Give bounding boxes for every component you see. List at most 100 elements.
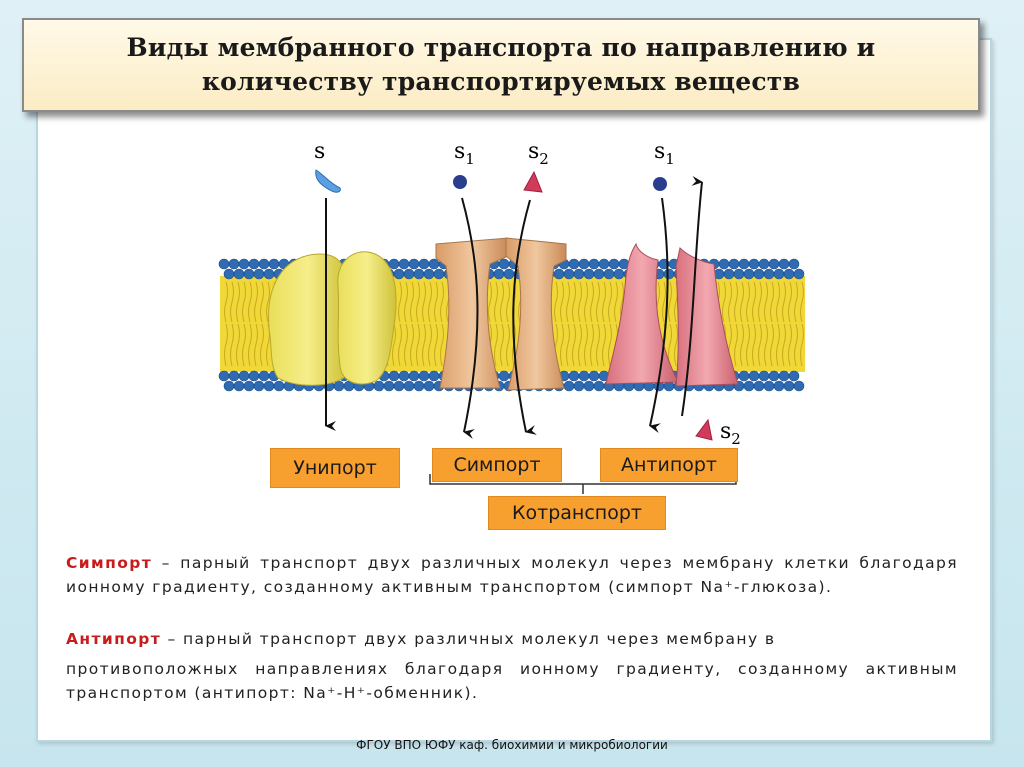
uniport-protein (268, 251, 397, 386)
lipid-head (258, 370, 270, 382)
lipid-tail (770, 281, 774, 367)
lipid-head (758, 370, 770, 382)
lipid-tail (224, 281, 228, 367)
lipid-tail (800, 281, 804, 367)
lipid-head (613, 268, 625, 280)
cotransport-label: Котранспорт (488, 496, 666, 530)
lipid-tail (788, 281, 792, 367)
lipid-tail (236, 281, 240, 367)
lipid-head (583, 268, 595, 280)
antiport-description: Антипорт – парный транспорт двух различн… (66, 627, 958, 651)
lipid-tail (740, 281, 744, 367)
lipid-head (573, 380, 585, 392)
label-s1-antiport: s1 (654, 139, 675, 168)
antiport-molecule-s1 (653, 177, 667, 191)
lipid-head (233, 380, 245, 392)
lipid-head (553, 268, 565, 280)
lipid-head (768, 370, 780, 382)
lipid-tail (230, 281, 234, 367)
lipid-head (223, 268, 235, 280)
label-s-uniport: s (314, 139, 325, 164)
lipid-tail (596, 281, 600, 367)
antiport-arrow-s2 (681, 175, 703, 417)
lipid-head (738, 258, 750, 270)
lipid-head (718, 258, 730, 270)
lipid-head (373, 380, 385, 392)
membrane-transport-diagram: s s1 s2 s1 s2 Унипорт Симпорт Антипорт К… (208, 126, 828, 536)
symport-term: Симпорт (66, 554, 153, 572)
lipid-head (598, 258, 610, 270)
lipid-head (788, 370, 800, 382)
lipid-head (788, 258, 800, 270)
antiport-description-cont: противоположных направлениях благодаря и… (66, 657, 958, 705)
lipid-tail (608, 281, 612, 367)
title-line-2: количеству транспортируемых веществ (201, 67, 801, 96)
lipid-head (388, 258, 400, 270)
antiport-molecule-s2 (695, 418, 713, 441)
lipid-head (413, 380, 425, 392)
lipid-head (738, 370, 750, 382)
antiport-text-1: – парный транспорт двух различных молеку… (161, 630, 776, 648)
title-box: Виды мембранного транспорта по направлен… (22, 18, 980, 112)
lipid-tail (254, 281, 258, 367)
lipid-tail (506, 281, 510, 367)
lipid-head (663, 268, 675, 280)
lipid-head (408, 258, 420, 270)
lipid-tail (584, 281, 588, 367)
lipid-head (423, 268, 435, 280)
lipid-tail (668, 281, 672, 367)
lipid-head (238, 258, 250, 270)
symport-text: – парный транспорт двух различных молеку… (66, 554, 958, 596)
lipid-tail (398, 281, 402, 367)
antiport-label: Антипорт (600, 448, 738, 482)
lipid-head (263, 380, 275, 392)
lipid-tail (776, 281, 780, 367)
lipid-head (783, 380, 795, 392)
lipid-tail (758, 281, 762, 367)
symport-protein (435, 237, 567, 391)
lipid-head (393, 268, 405, 280)
lipid-head (418, 370, 430, 382)
lipid-head (398, 258, 410, 270)
lipid-head (793, 268, 805, 280)
lipid-head (428, 258, 440, 270)
lipid-head (498, 370, 510, 382)
lipid-tail (782, 281, 786, 367)
lipid-tail (242, 281, 246, 367)
lipid-head (253, 380, 265, 392)
lipid-head (403, 380, 415, 392)
lipid-tail (794, 281, 798, 367)
lipid-head (233, 268, 245, 280)
lipid-head (588, 258, 600, 270)
lipid-head (423, 380, 435, 392)
label-s2-symport: s2 (528, 139, 549, 168)
lipid-head (588, 370, 600, 382)
lipid-tail (590, 281, 594, 367)
lipid-tail (500, 281, 504, 367)
symport-arrow-s2 (512, 199, 537, 435)
lipid-head (268, 258, 280, 270)
title-line-1: Виды мембранного транспорта по направлен… (126, 33, 876, 62)
lipid-tail (428, 281, 432, 367)
uniport-label: Унипорт (270, 448, 400, 488)
lipid-head (563, 268, 575, 280)
lipid-head (733, 268, 745, 280)
lipid-head (763, 380, 775, 392)
lipid-head (783, 268, 795, 280)
lipid-head (253, 268, 265, 280)
antiport-protein (605, 242, 739, 387)
lipid-tail (494, 281, 498, 367)
lipid-head (753, 380, 765, 392)
lipid-head (603, 268, 615, 280)
lipid-head (753, 268, 765, 280)
lipid-head (228, 258, 240, 270)
lipid-head (258, 258, 270, 270)
lipid-head (238, 370, 250, 382)
antiport-term: Антипорт (66, 630, 162, 648)
symport-label: Симпорт (432, 448, 562, 482)
symport-arrow-s1 (461, 197, 479, 439)
lipid-head (248, 370, 260, 382)
lipid-head (248, 258, 260, 270)
lipid-head (333, 380, 345, 392)
lipid-head (778, 258, 790, 270)
